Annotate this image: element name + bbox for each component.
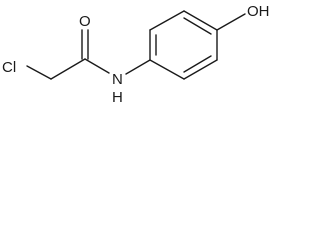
chemical-structure: Cl O N H OH	[2, 3, 270, 106]
amide-hydrogen-label: H	[112, 89, 123, 106]
bond-ring-hydroxyl	[216, 13, 246, 31]
bond-cl-ch2	[26, 65, 52, 80]
amide-nitrogen-label: N	[112, 71, 123, 88]
ring-bond-6	[149, 59, 185, 80]
bond-nitrogen-ring	[125, 59, 151, 75]
ring-bond-2	[149, 10, 185, 31]
ring-inner-bond-3	[183, 55, 212, 73]
hydroxyl-label: OH	[247, 3, 270, 20]
ring-inner-bond-2	[183, 17, 212, 35]
ring-bond-5	[183, 59, 218, 80]
bond-carbonyl-nitrogen	[84, 58, 110, 74]
bond-ch2-carbonyl	[50, 58, 86, 80]
carbonyl-oxygen-label: O	[79, 13, 91, 30]
ring-bond-3	[183, 10, 218, 31]
chlorine-label: Cl	[2, 59, 16, 76]
